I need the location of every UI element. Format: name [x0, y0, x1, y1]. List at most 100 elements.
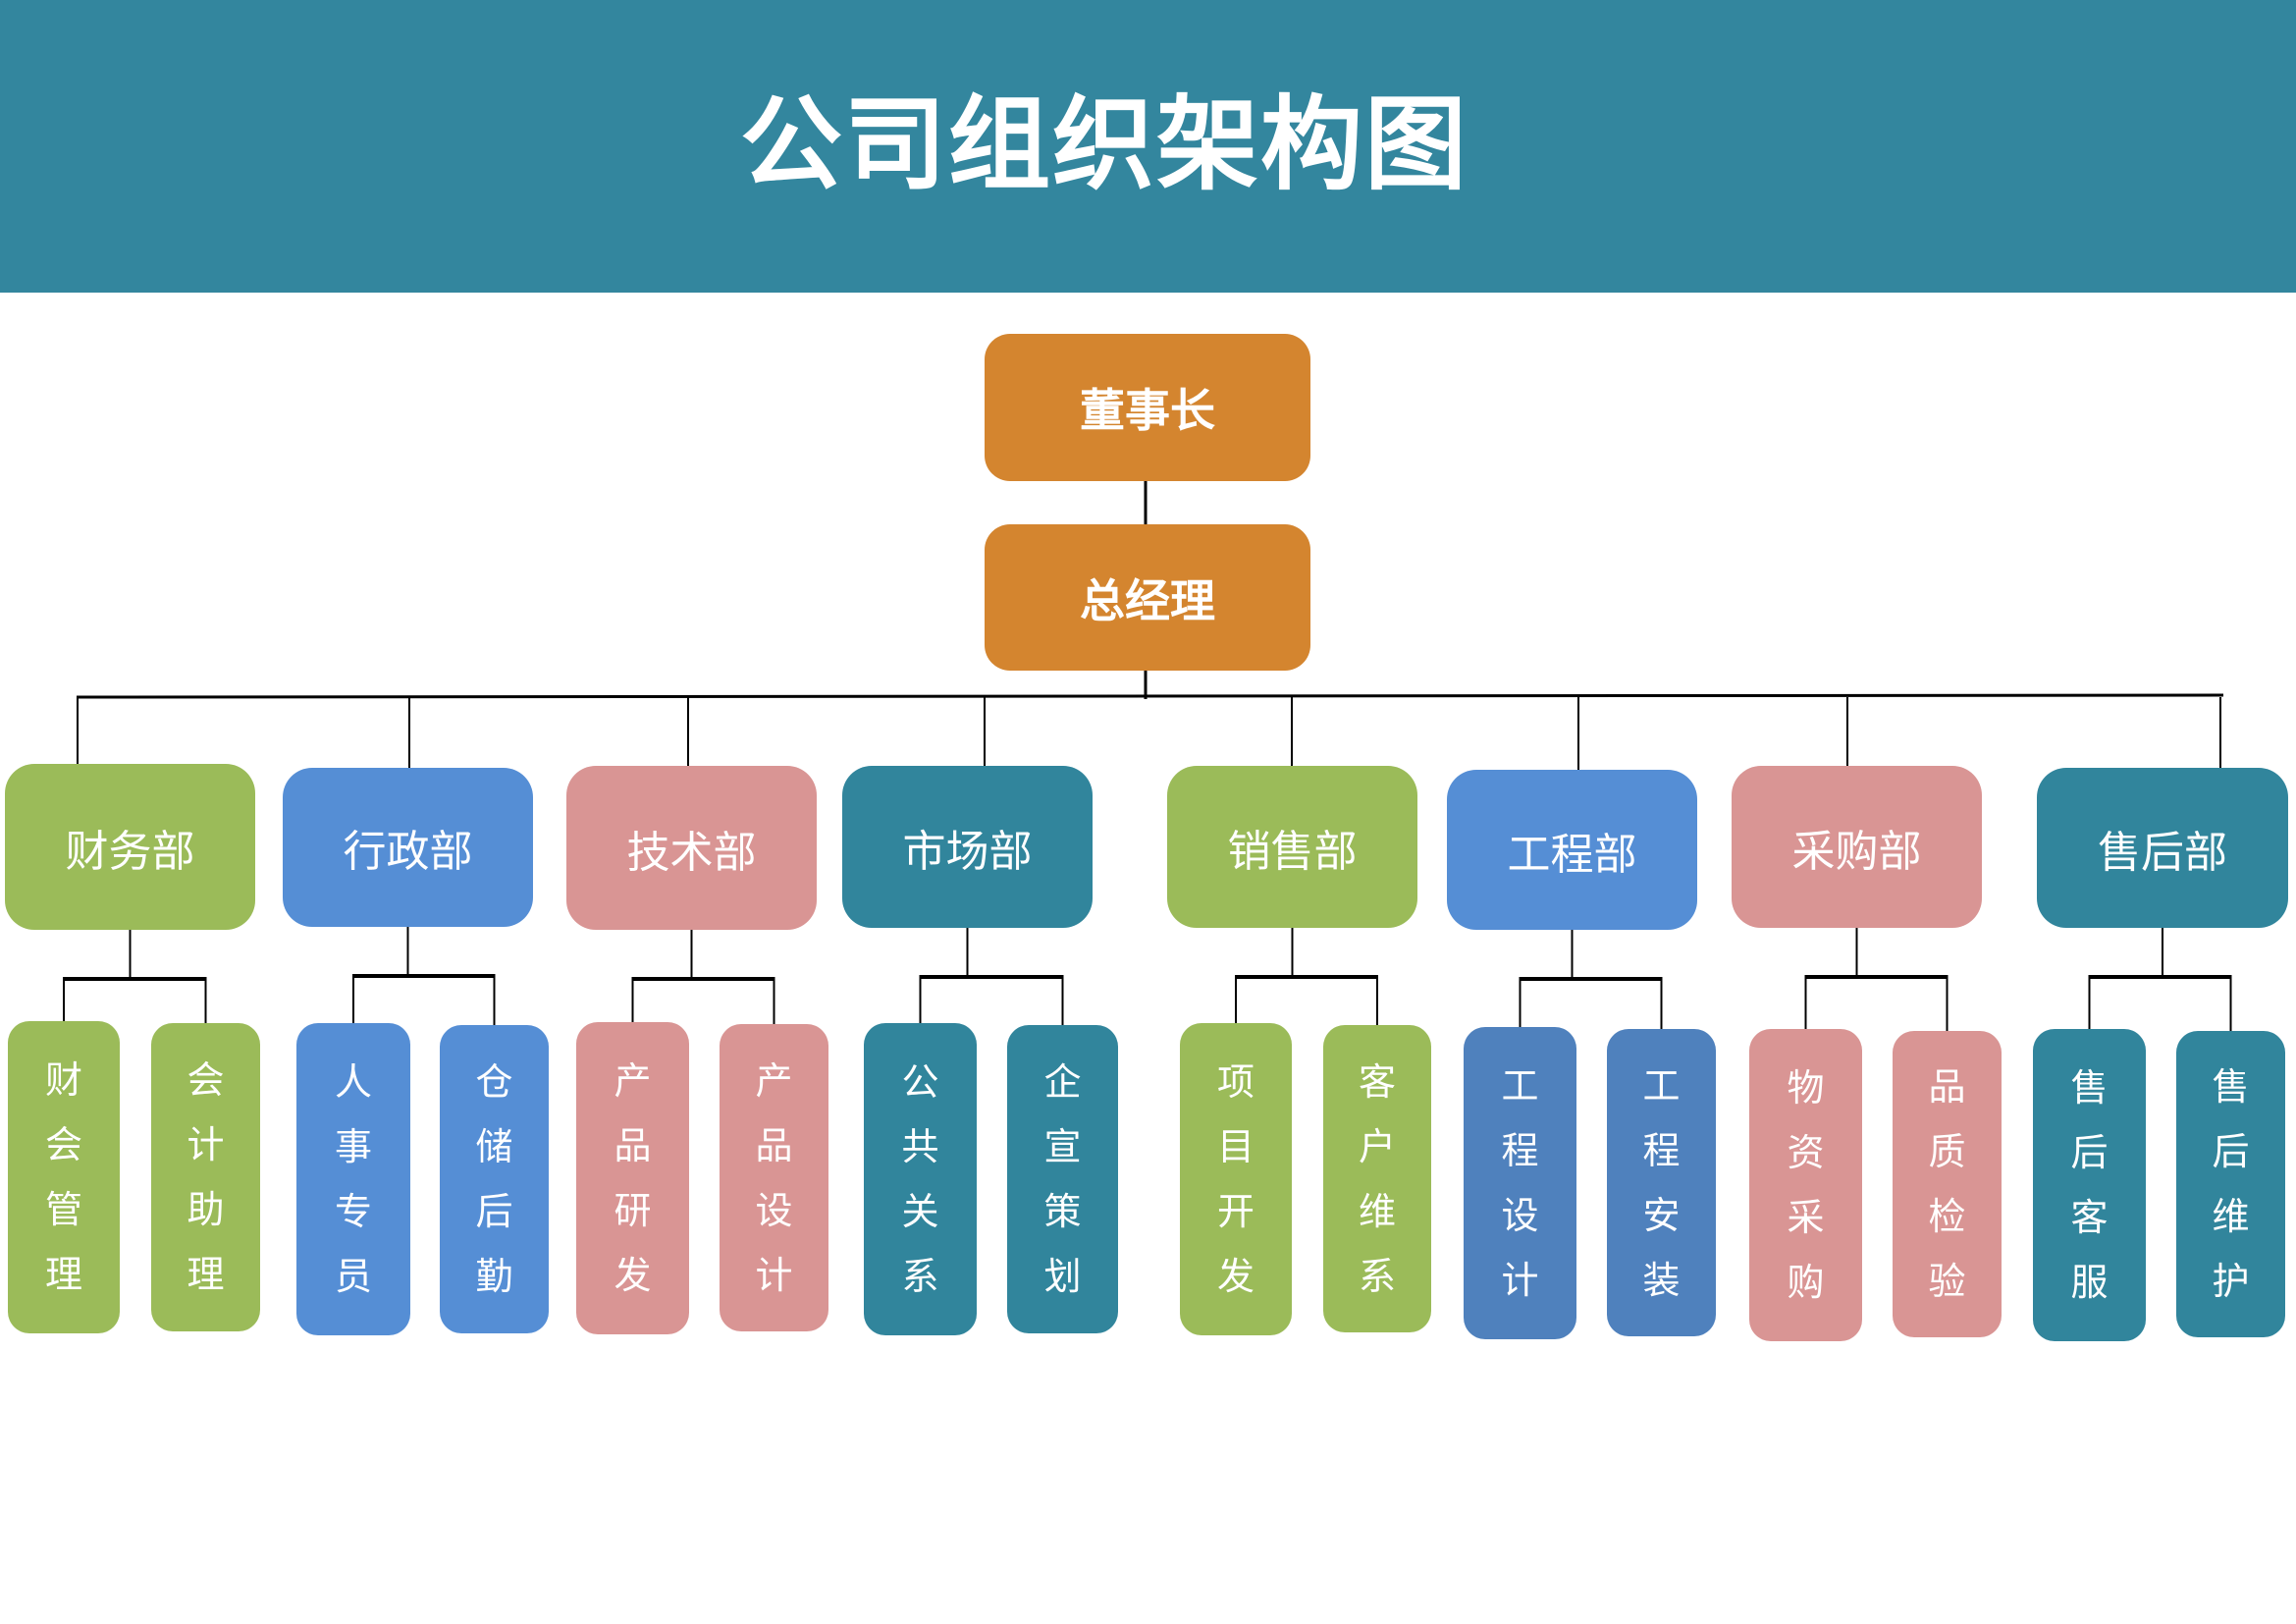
sub-unit-char: 仓 [475, 1060, 513, 1104]
sub-unit-char: 品 [614, 1124, 652, 1167]
sub-unit-char: 宣 [1043, 1125, 1082, 1168]
sub-unit-label: 物资采购 [1787, 1056, 1824, 1315]
sub-unit-char: 客 [2070, 1196, 2109, 1239]
sub-unit-char: 护 [2212, 1260, 2250, 1303]
sub-unit-char: 售 [2070, 1066, 2109, 1110]
sub-unit-char: 储 [475, 1125, 513, 1168]
node-label: 总经理 [1080, 573, 1215, 627]
sub-unit-char: 策 [1043, 1190, 1082, 1233]
sub-unit-label: 人事专员 [335, 1050, 372, 1309]
sub-unit-char: 品 [1928, 1065, 1966, 1109]
sub-unit-char: 勤 [475, 1255, 513, 1298]
sub-unit-char: 资 [1787, 1131, 1825, 1174]
sub-unit-char: 产 [755, 1058, 793, 1103]
sub-unit-char: 会 [187, 1058, 225, 1102]
sub-unit-char: 计 [755, 1253, 793, 1297]
sub-unit-char: 员 [334, 1255, 372, 1298]
sub-unit-label: 财会管理 [45, 1048, 82, 1307]
sub-unit-char: 品 [755, 1123, 793, 1167]
sub-unit-char: 专 [334, 1190, 372, 1233]
dept-sales: 销售部 [1167, 766, 1417, 928]
sub-unit-char: 服 [2070, 1261, 2109, 1304]
sub-unit-char: 研 [614, 1189, 652, 1232]
sub-unit-char: 目 [1216, 1125, 1255, 1168]
node-general-manager: 总经理 [985, 524, 1310, 671]
dept-finance: 财务部 [5, 764, 255, 930]
header-banner: 公司组织架构图 [0, 0, 2296, 293]
dept-label: 财务部 [65, 826, 195, 877]
sub-unit-label: 会计助理 [187, 1048, 224, 1307]
sub-unit-char: 采 [1787, 1196, 1825, 1239]
sub-unit-char: 计 [187, 1123, 225, 1166]
sub-unit-char: 安 [1642, 1193, 1681, 1237]
sub-unit-admin-2: 仓储后勤 [440, 1025, 549, 1333]
dept-label: 行政部 [343, 827, 473, 877]
sub-unit-char: 发 [1216, 1255, 1255, 1298]
sub-unit-char: 开 [1216, 1190, 1255, 1233]
sub-unit-char: 户 [1358, 1124, 1396, 1168]
sub-unit-char: 公 [901, 1060, 939, 1104]
node-label: 董事长 [1080, 384, 1215, 437]
dept-label: 销售部 [1227, 826, 1358, 877]
sub-unit-char: 管 [44, 1188, 82, 1231]
sub-unit-char: 程 [1642, 1128, 1681, 1172]
sub-unit-char: 人 [334, 1060, 372, 1104]
dept-label: 技术部 [626, 827, 757, 878]
sub-unit-char: 程 [1501, 1129, 1539, 1172]
sub-unit-char: 后 [2212, 1130, 2250, 1173]
sub-unit-engineering-1: 工程设计 [1464, 1027, 1576, 1339]
sub-unit-label: 项目开发 [1217, 1050, 1255, 1309]
sub-unit-char: 关 [901, 1190, 939, 1233]
sub-unit-finance-2: 会计助理 [151, 1023, 260, 1331]
sub-unit-char: 后 [475, 1190, 513, 1233]
sub-unit-char: 发 [614, 1254, 652, 1297]
sub-unit-char: 购 [1787, 1261, 1825, 1304]
dept-after-sales: 售后部 [2037, 768, 2288, 928]
sub-unit-label: 仓储后勤 [475, 1050, 512, 1309]
sub-unit-after-sales-1: 售后客服 [2033, 1029, 2146, 1341]
sub-unit-char: 物 [1787, 1066, 1825, 1110]
sub-unit-engineering-2: 工程安装 [1607, 1029, 1716, 1336]
sub-unit-char: 工 [1642, 1063, 1681, 1108]
sub-unit-char: 会 [44, 1123, 82, 1166]
connector-department-bus [76, 693, 2224, 699]
sub-unit-label: 工程设计 [1501, 1054, 1538, 1313]
sub-unit-label: 售后客服 [2070, 1056, 2108, 1315]
dept-tech: 技术部 [566, 766, 817, 930]
sub-unit-char: 理 [44, 1253, 82, 1296]
sub-unit-char: 设 [755, 1188, 793, 1232]
sub-unit-finance-1: 财会管理 [8, 1021, 120, 1333]
sub-unit-char: 理 [187, 1253, 225, 1296]
sub-unit-after-sales-2: 售后维护 [2176, 1031, 2285, 1337]
sub-unit-char: 检 [1928, 1195, 1966, 1238]
dept-label: 采购部 [1791, 826, 1922, 877]
sub-unit-char: 维 [1358, 1189, 1396, 1233]
sub-unit-label: 产品设计 [755, 1049, 792, 1308]
dept-purchasing: 采购部 [1732, 766, 1982, 928]
sub-unit-label: 产品研发 [614, 1049, 651, 1308]
sub-unit-sales-2: 客户维系 [1323, 1025, 1431, 1332]
sub-unit-purchasing-1: 物资采购 [1749, 1029, 1862, 1341]
sub-unit-char: 系 [1358, 1254, 1396, 1298]
dept-label: 市场部 [902, 826, 1033, 877]
sub-unit-char: 后 [2070, 1131, 2109, 1174]
sub-unit-label: 品质检验 [1928, 1055, 1965, 1314]
sub-unit-char: 助 [187, 1188, 225, 1231]
sub-unit-char: 项 [1216, 1060, 1255, 1104]
sub-unit-char: 产 [614, 1059, 652, 1103]
sub-unit-char: 维 [2212, 1195, 2250, 1238]
dept-label: 工程部 [1507, 829, 1637, 880]
page-title: 公司组织架构图 [739, 84, 1468, 204]
sub-unit-char: 财 [44, 1058, 82, 1102]
sub-unit-purchasing-2: 品质检验 [1893, 1031, 2002, 1337]
sub-unit-char: 划 [1043, 1255, 1082, 1298]
sub-unit-label: 客户维系 [1359, 1050, 1396, 1309]
sub-unit-sales-1: 项目开发 [1180, 1023, 1292, 1335]
sub-unit-admin-1: 人事专员 [296, 1023, 410, 1335]
sub-unit-tech-2: 产品设计 [720, 1024, 828, 1331]
sub-unit-char: 装 [1642, 1258, 1681, 1302]
sub-unit-char: 系 [901, 1255, 939, 1298]
dept-admin: 行政部 [283, 768, 533, 927]
sub-unit-tech-1: 产品研发 [576, 1022, 689, 1334]
